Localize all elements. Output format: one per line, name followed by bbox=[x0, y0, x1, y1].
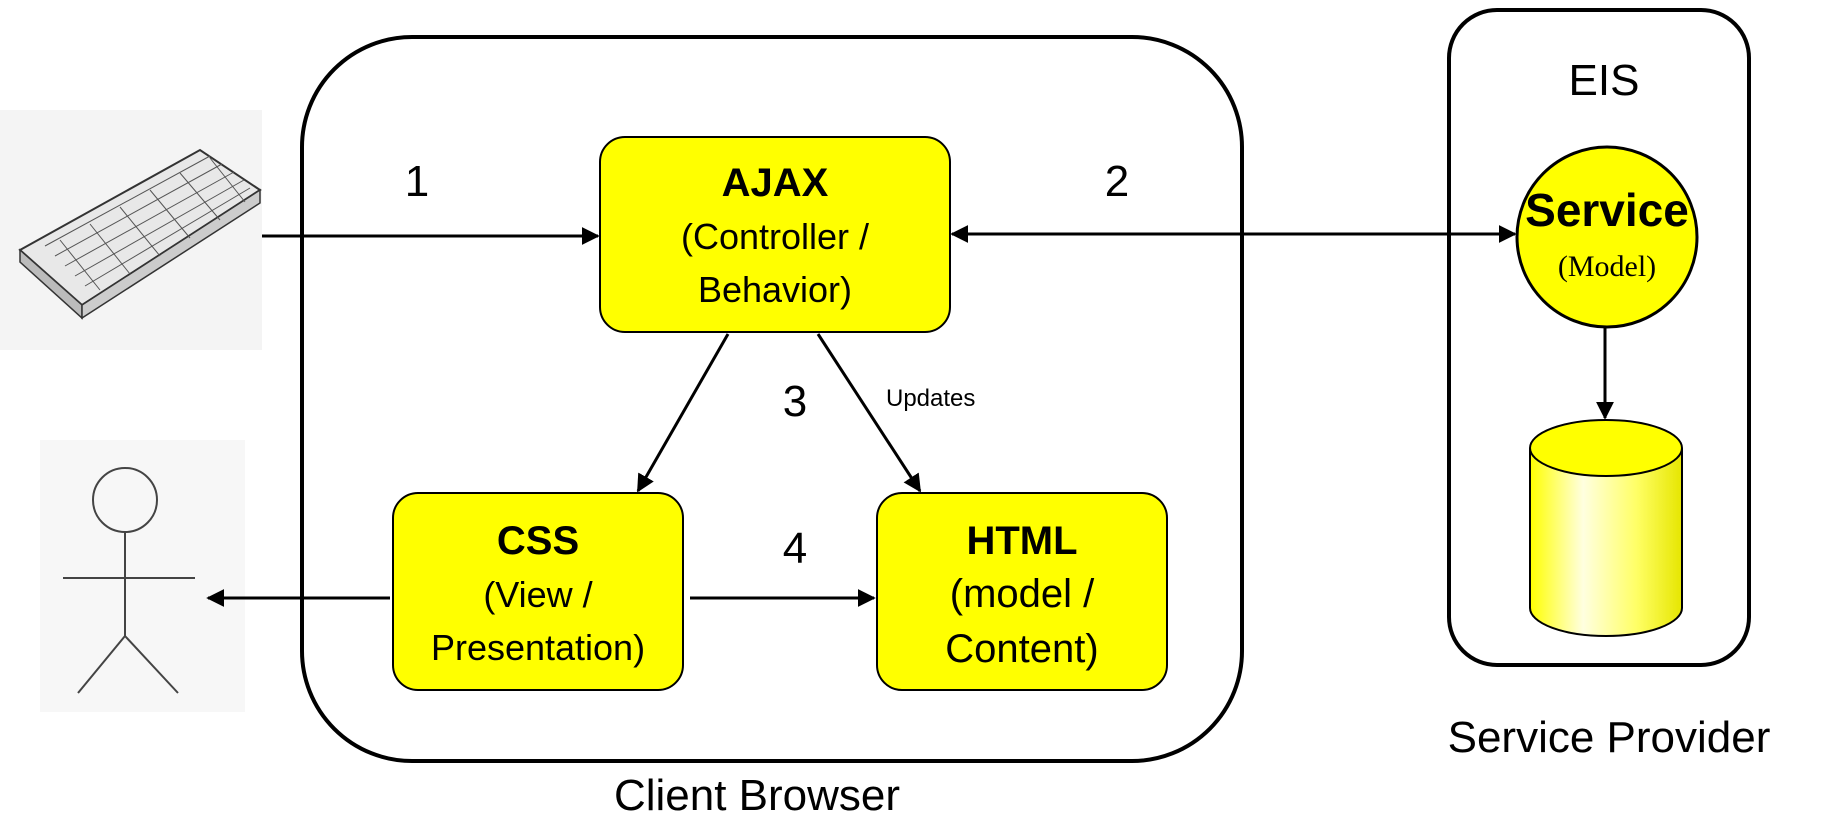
css-node: CSS (View / Presentation) bbox=[392, 492, 684, 691]
html-title: HTML bbox=[966, 519, 1077, 563]
service-node: Service (Model) bbox=[1515, 145, 1699, 329]
service-title: Service bbox=[1525, 184, 1689, 236]
arrow-ajax-to-html bbox=[816, 333, 922, 493]
ajax-title: AJAX bbox=[722, 161, 829, 205]
arrow-ajax-to-css bbox=[636, 333, 730, 493]
step-2-label: 2 bbox=[1105, 157, 1129, 206]
service-provider-container: EIS Service Provider bbox=[1447, 8, 1771, 762]
step-4-label: 4 bbox=[783, 524, 807, 573]
eis-label: EIS bbox=[1569, 56, 1640, 105]
step-1-label: 1 bbox=[405, 157, 429, 206]
stick-figure-icon bbox=[40, 440, 245, 712]
arrows bbox=[206, 225, 1614, 607]
ajax-line1: (Controller / bbox=[681, 216, 869, 257]
html-line1: (model / bbox=[950, 572, 1095, 616]
css-line1: (View / bbox=[483, 574, 592, 615]
service-provider-label: Service Provider bbox=[1448, 713, 1771, 762]
client-browser-label: Client Browser bbox=[614, 771, 900, 820]
ajax-line2: Behavior) bbox=[698, 269, 852, 310]
ajax-node: AJAX (Controller / Behavior) bbox=[599, 136, 951, 333]
updates-label: Updates bbox=[886, 385, 975, 412]
client-browser-container: Client Browser bbox=[300, 35, 1244, 820]
database-cylinder-icon bbox=[1529, 419, 1683, 637]
step-3-label: 3 bbox=[783, 377, 807, 426]
service-subtitle: (Model) bbox=[1558, 250, 1656, 283]
html-node: HTML (model / Content) bbox=[876, 492, 1168, 691]
css-line2: Presentation) bbox=[431, 627, 645, 668]
css-title: CSS bbox=[497, 519, 579, 563]
html-line2: Content) bbox=[945, 627, 1098, 671]
keyboard-icon bbox=[0, 110, 262, 350]
